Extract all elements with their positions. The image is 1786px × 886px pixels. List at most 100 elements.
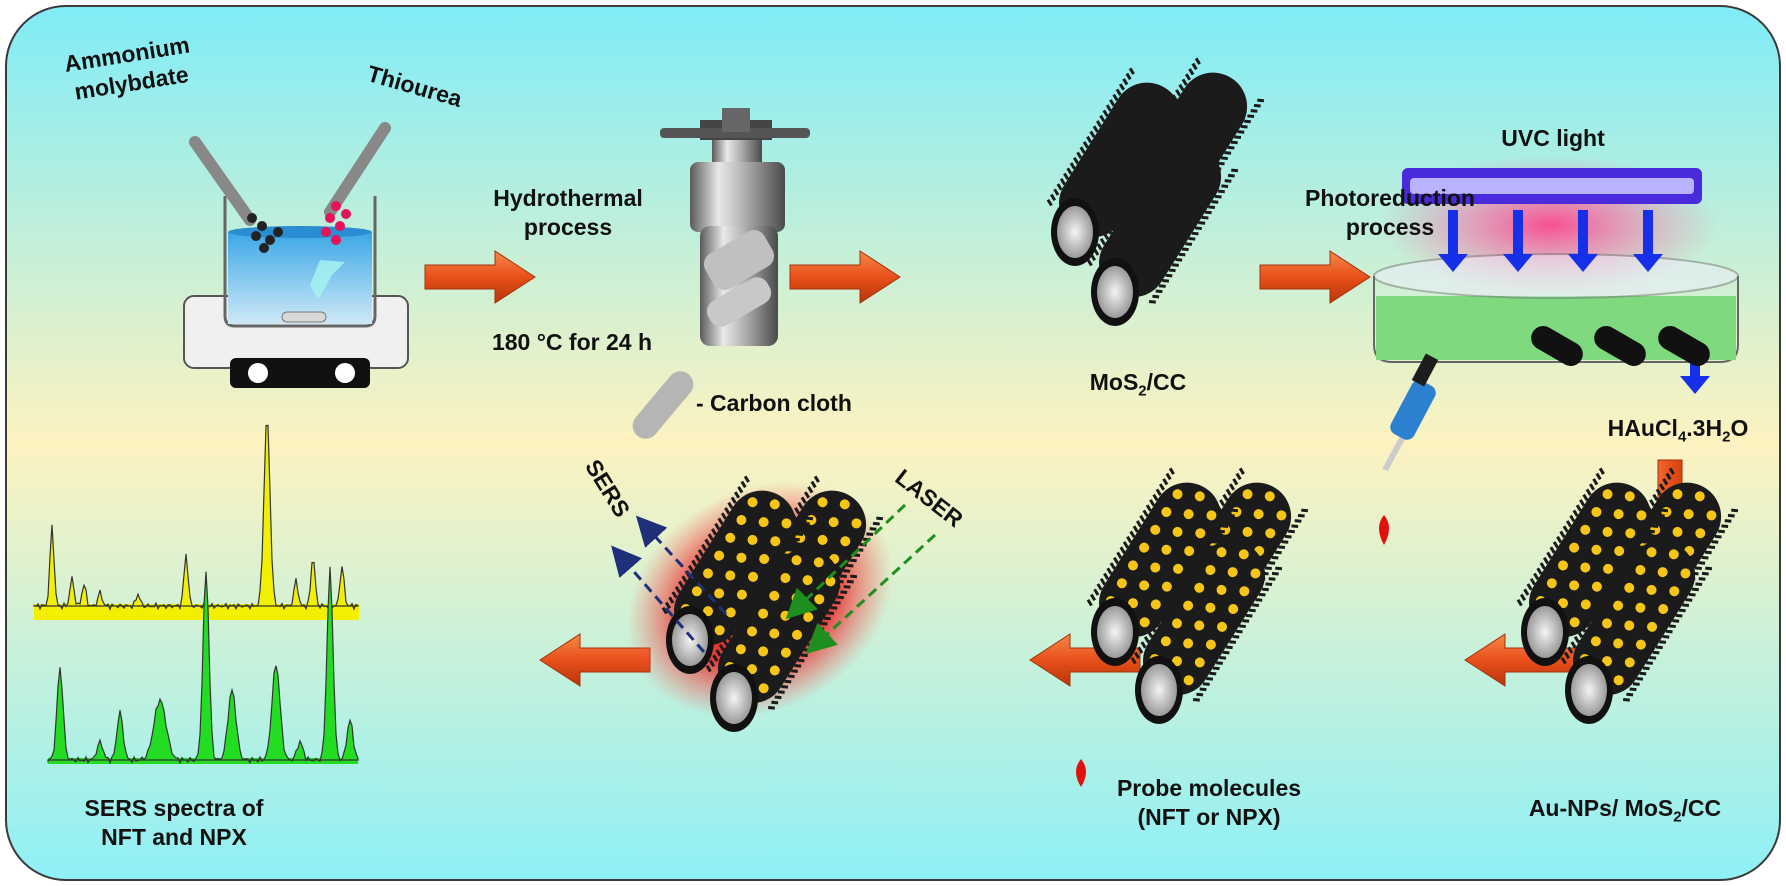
gold-nanoparticle bbox=[770, 536, 781, 547]
nanosheet-edge bbox=[754, 586, 762, 594]
nanosheet-edge bbox=[1160, 609, 1167, 617]
nanosheet-edge bbox=[866, 532, 874, 536]
nanosheet-edge bbox=[1086, 598, 1093, 607]
nanosheet-edge bbox=[1102, 109, 1109, 117]
nanosheet-edge bbox=[1291, 524, 1299, 528]
nanosheet-edge bbox=[1149, 159, 1156, 167]
pipette-icon bbox=[1382, 353, 1439, 472]
droplet-icon bbox=[1379, 515, 1389, 545]
gold-nanoparticle bbox=[1695, 528, 1706, 539]
laser-arrows bbox=[785, 503, 937, 655]
nanosheet-edge bbox=[1644, 534, 1652, 539]
nanosheet-edge bbox=[1567, 646, 1574, 654]
nanosheet-edge bbox=[768, 565, 775, 573]
gold-nanoparticle bbox=[1635, 639, 1646, 650]
nanosheet-edge bbox=[1209, 671, 1217, 676]
gold-nanoparticle bbox=[1672, 489, 1683, 500]
nanosheet-edge bbox=[725, 633, 732, 641]
gold-nanoparticle bbox=[1625, 528, 1636, 539]
nanosheet-edge bbox=[1176, 583, 1183, 591]
nanosheet-edge bbox=[1150, 625, 1157, 633]
nanosheet-edge bbox=[1603, 588, 1610, 596]
nanosheet-edge bbox=[1209, 530, 1216, 539]
nanosheet-edge bbox=[1224, 519, 1232, 523]
gold-nanoparticle bbox=[802, 575, 813, 586]
gold-nanoparticle bbox=[747, 664, 758, 675]
gold-nanoparticle bbox=[781, 518, 792, 529]
gold-nanoparticle bbox=[769, 499, 780, 510]
nanosheet-edge bbox=[1099, 237, 1106, 246]
nanosheet-edge bbox=[807, 486, 814, 494]
nanosheet-edge bbox=[1175, 257, 1183, 262]
gold-nanoparticle bbox=[759, 554, 770, 565]
nanosheet-edge bbox=[1129, 190, 1136, 198]
nanosheet-edge bbox=[737, 486, 744, 494]
nanosheet-edge bbox=[1171, 263, 1179, 267]
nanosheet-edge bbox=[1235, 472, 1242, 481]
nanosheet-edge bbox=[1698, 577, 1706, 581]
nanosheet-edge bbox=[843, 569, 851, 573]
gold-nanoparticle bbox=[758, 608, 769, 619]
nanosheet-edge bbox=[1642, 525, 1649, 533]
nanosheet-edge bbox=[1539, 562, 1546, 570]
nanosheet-edge bbox=[1191, 62, 1198, 71]
nanosheet-edge bbox=[1116, 551, 1123, 559]
nanosheet-edge bbox=[1099, 577, 1106, 586]
nanosheet-edge bbox=[1639, 530, 1646, 539]
nanosheet-edge bbox=[1691, 587, 1699, 592]
nanosheet-edge bbox=[1626, 551, 1633, 560]
nanosheet-edge bbox=[823, 616, 831, 621]
nanosheet-edge bbox=[800, 653, 808, 658]
nanosheet-edge bbox=[1152, 153, 1159, 162]
gold-nanoparticle bbox=[817, 534, 828, 545]
nanosheet-edge bbox=[1125, 72, 1132, 81]
nanosheet-edge bbox=[1659, 640, 1667, 644]
nanosheet-edge bbox=[786, 548, 794, 552]
gold-nanoparticle bbox=[1580, 562, 1591, 573]
nanosheet-edge bbox=[1519, 593, 1527, 602]
nanosheet-edge bbox=[1173, 588, 1180, 596]
gold-nanoparticle bbox=[1128, 598, 1139, 609]
nanosheet-edge bbox=[1059, 177, 1066, 186]
nanosheet-edge bbox=[1586, 614, 1594, 623]
nanosheet-edge bbox=[1105, 104, 1112, 112]
nanosheet-edge bbox=[1156, 614, 1164, 623]
nanosheet-edge bbox=[1145, 164, 1152, 172]
nanosheet-edge bbox=[1281, 540, 1289, 544]
gold-nanoparticle bbox=[747, 626, 758, 637]
gold-nanoparticle bbox=[1602, 618, 1613, 629]
nanorod-body bbox=[1099, 482, 1222, 638]
nanosheet-edge bbox=[1181, 124, 1189, 128]
nanosheet-edge bbox=[1049, 193, 1057, 202]
gold-nanoparticle bbox=[1569, 542, 1580, 553]
background-panel bbox=[5, 5, 1781, 881]
nanosheet-edge bbox=[1145, 504, 1152, 512]
gold-nanoparticle bbox=[1591, 544, 1602, 555]
gold-nanoparticle bbox=[1227, 567, 1238, 578]
process-arrow bbox=[539, 633, 651, 687]
nanosheet-edge bbox=[1552, 541, 1559, 549]
gold-nanoparticle bbox=[703, 568, 714, 579]
nanosheet-edge bbox=[735, 617, 742, 625]
nanosheet-edge bbox=[1623, 557, 1630, 565]
nanosheet-edge bbox=[1600, 593, 1607, 602]
nanosheet-edge bbox=[1228, 483, 1236, 491]
gold-nanoparticle bbox=[1613, 509, 1624, 520]
nanosheet-edge bbox=[1549, 546, 1556, 554]
nanosheet-edge bbox=[1247, 114, 1255, 118]
nanosheet-edge bbox=[1651, 524, 1659, 528]
nanosheet-edge bbox=[1573, 635, 1580, 644]
nanosheet-edge bbox=[1072, 156, 1080, 165]
nanosheet-edge bbox=[1082, 141, 1089, 149]
nanosheet-edge bbox=[664, 601, 672, 610]
gold-nanoparticle bbox=[1239, 586, 1250, 597]
nanosheet-edge bbox=[1129, 530, 1136, 538]
gold-nanoparticle bbox=[1580, 599, 1591, 610]
nanosheet-edge bbox=[1103, 572, 1110, 580]
nanosheet-edge bbox=[1214, 534, 1222, 539]
nanosheet-edge bbox=[1193, 557, 1200, 565]
nanosheet-edge bbox=[1243, 119, 1251, 124]
gold-nanoparticle bbox=[769, 665, 780, 676]
nanosheet-edge bbox=[802, 521, 810, 526]
nanosheet-edge bbox=[1237, 130, 1245, 134]
